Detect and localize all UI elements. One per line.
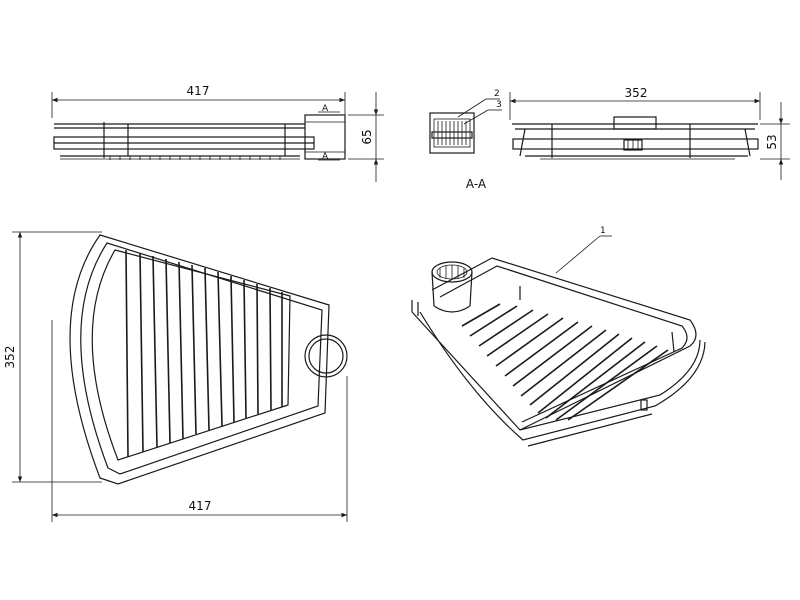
side-width-label: 352 bbox=[625, 86, 648, 100]
side-view: 352 53 bbox=[509, 86, 790, 180]
front-view: 417 A A bbox=[51, 84, 384, 182]
callout-2-label: 2 bbox=[494, 89, 500, 99]
front-height-label: 65 bbox=[360, 129, 374, 144]
plan-view: 352 417 bbox=[3, 231, 348, 522]
plan-width-label: 417 bbox=[189, 499, 212, 513]
isometric-view: 1 bbox=[411, 226, 706, 447]
section-marker-bottom: A bbox=[322, 152, 329, 162]
callout-3-label: 3 bbox=[496, 100, 502, 110]
plan-height-label: 352 bbox=[3, 346, 17, 369]
side-height-label: 53 bbox=[765, 134, 779, 149]
clamp-ring-inner bbox=[308, 338, 344, 374]
section-label: A-A bbox=[466, 177, 487, 191]
front-width-label: 417 bbox=[187, 84, 210, 98]
clamp-ring-outer bbox=[304, 334, 348, 378]
section-view: 2 3 A-A bbox=[429, 89, 502, 191]
section-marker-top: A bbox=[322, 104, 329, 114]
callout-1-label: 1 bbox=[600, 226, 606, 236]
iso-basket-wires bbox=[461, 303, 669, 421]
front-wire-ticks bbox=[109, 156, 281, 160]
plan-basket-wires bbox=[125, 249, 283, 458]
